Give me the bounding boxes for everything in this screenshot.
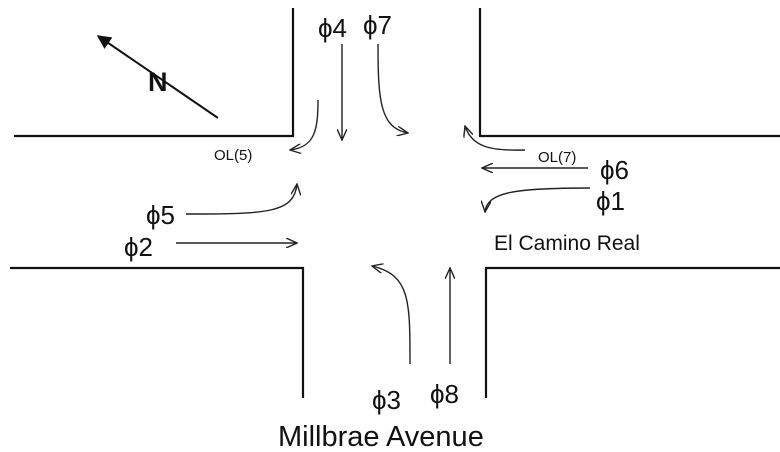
phase-3-label: ϕ3 (372, 385, 401, 415)
phase-3-left-turn-arrow (372, 266, 411, 365)
phase-7-left-turn-arrow (377, 43, 408, 133)
overlap-5-right-turn-arrow (290, 99, 319, 150)
phase-7-label: ϕ7 (363, 10, 392, 40)
phase-6-label: ϕ6 (600, 155, 629, 185)
north-arrow-icon (96, 35, 219, 119)
curb-northwest (14, 8, 295, 138)
street-name-millbrae-avenue: Millbrae Avenue (278, 421, 484, 452)
overlap-5-label: OL(5) (214, 147, 252, 164)
phase-5-left-turn-arrow (185, 184, 297, 215)
street-names: El Camino Real Millbrae Avenue (278, 232, 640, 452)
phase-5-label: ϕ5 (146, 200, 175, 230)
overlap-labels: OL(5) OL(7) (214, 147, 576, 166)
north-arrow: N (96, 35, 219, 119)
phase-2-label: ϕ2 (124, 232, 153, 262)
phase-1-label: ϕ1 (596, 186, 625, 216)
overlap-7-right-turn-arrow (465, 126, 526, 151)
north-label: N (148, 67, 168, 97)
phase-4-label: ϕ4 (318, 13, 347, 43)
curb-southwest (10, 266, 305, 398)
street-name-el-camino-real: El Camino Real (494, 232, 640, 255)
curb-northeast (478, 8, 780, 138)
movement-arrows (176, 43, 591, 365)
phase-1-left-turn-arrow (485, 187, 591, 212)
curb-lines (10, 8, 780, 398)
overlap-7-label: OL(7) (538, 149, 576, 166)
curb-southeast (484, 266, 780, 398)
phase-8-label: ϕ8 (430, 379, 459, 409)
phase-labels: ϕ4 ϕ7 ϕ6 ϕ1 ϕ5 ϕ2 ϕ3 ϕ8 (124, 10, 629, 415)
